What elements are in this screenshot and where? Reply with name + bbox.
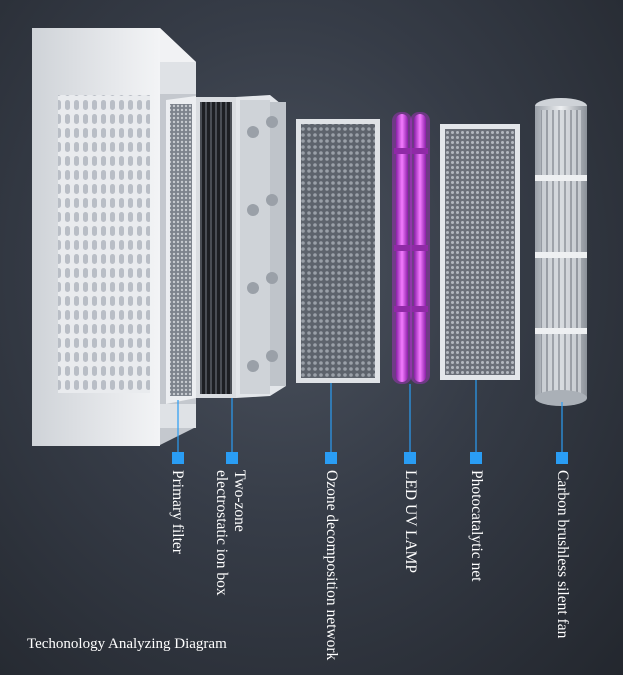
primary-filter-label: Primary filter [169,470,186,554]
photocatalytic-net-label: Photocatalytic net [468,470,485,582]
ozone-net-part [296,119,380,383]
uv-lamp-marker [404,452,416,464]
ozone-net-label: Ozone decomposition network [323,470,340,661]
photocatalytic-net-marker [470,452,482,464]
primary-filter-part [166,96,196,404]
ion-box-label: Two-zone electrostatic ion box [213,470,248,596]
ozone-net-marker [325,452,337,464]
leader-lines [172,380,568,464]
ion-box-marker [226,452,238,464]
uv-lamp-part [392,112,430,384]
photocatalytic-net-part [440,124,520,380]
primary-filter-marker [172,452,184,464]
uv-lamp-label: LED UV LAMP [402,470,419,574]
fan-marker [556,452,568,464]
diagram-caption: Techonology Analyzing Diagram [27,636,227,652]
ion-box-part [196,95,286,398]
fan-label: Carbon brushless silent fan [554,470,571,639]
fan-part [535,98,587,406]
